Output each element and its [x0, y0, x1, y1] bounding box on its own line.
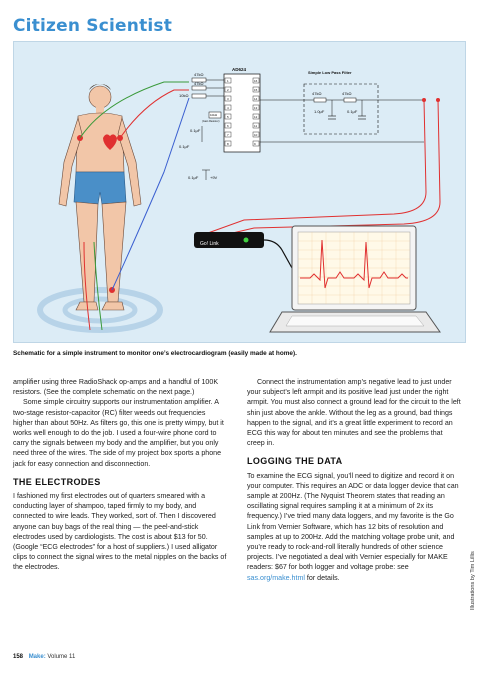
vcc-label: +9V [210, 175, 218, 180]
hair [89, 84, 111, 90]
svg-text:16: 16 [254, 79, 258, 83]
right-paragraph-2-end: for details. [304, 573, 340, 582]
svg-text:6: 6 [227, 124, 229, 128]
shorts [73, 171, 127, 205]
input-resistors: 47kΩ 47kΩ 10kΩ 10kΩ (Gain Resistor) 0.1μ… [179, 72, 224, 180]
svg-text:2: 2 [227, 88, 229, 92]
svg-text:15: 15 [254, 88, 258, 92]
r3-label: 10kΩ [179, 93, 188, 98]
cap3-label: 0.1μF [188, 175, 199, 180]
svg-text:3: 3 [227, 97, 229, 101]
figure-caption: Schematic for a simple instrument to mon… [13, 350, 297, 357]
heart-icon [103, 134, 117, 150]
left-column: amplifier using three RadioShack op-amps… [13, 377, 227, 573]
go-link-body [194, 232, 264, 248]
floor-ring-inner [62, 296, 138, 324]
svg-text:7: 7 [227, 133, 229, 137]
svg-text:10: 10 [254, 133, 258, 137]
rg-label: 10kΩ [210, 113, 218, 117]
cap-label: 0.1μF [190, 128, 201, 133]
filter-r2-label: 47kΩ [342, 91, 351, 96]
go-link-logger: Go! Link [194, 232, 293, 269]
floor-ring-outer [37, 287, 163, 333]
left-paragraph-2: Some simple circuitry supports our instr… [13, 398, 224, 468]
magazine-name: Make: [28, 654, 46, 660]
human-figure [58, 84, 142, 311]
output-wire-red [193, 99, 427, 239]
r1-label: 47kΩ [194, 72, 203, 77]
output-wire-red-2 [193, 99, 441, 243]
ad624-chip: AD624 1 2 3 4 [223, 67, 261, 153]
left-paragraph-1: amplifier using three RadioShack op-amps… [13, 378, 219, 397]
wire-negative [79, 81, 189, 139]
wire-positive [119, 89, 189, 139]
wire-ground [111, 97, 190, 291]
chip-label: AD624 [232, 67, 247, 72]
low-pass-filter: Simple Low Pass Filter 47kΩ 47kΩ 1.0μF 0… [260, 70, 440, 143]
cap2-label: 0.1μF [179, 144, 190, 149]
left-paragraph-3: I fashioned my first electrodes out of q… [13, 492, 227, 572]
volume-label: Volume 11 [47, 654, 76, 660]
go-link-label: Go! Link [200, 241, 219, 247]
head [88, 85, 112, 109]
go-link-led [243, 237, 249, 243]
filter-label: Simple Low Pass Filter [308, 70, 352, 75]
laptop [269, 225, 441, 333]
filter-c2-label: 0.1μF [347, 109, 358, 114]
sas-link[interactable]: sas.org/make.html [247, 573, 305, 582]
left-arm [117, 116, 142, 207]
r2-label: 47kΩ [194, 81, 203, 86]
right-arm [58, 116, 83, 207]
svg-text:1: 1 [227, 79, 229, 83]
right-paragraph-2-text: To examine the ECG signal, you’ll need t… [247, 471, 459, 572]
left-leg [101, 201, 127, 303]
heading-electrodes: THE ELECTRODES [13, 476, 101, 487]
illustration-credit: Illustrations by Tim Lillis [470, 551, 476, 610]
laptop-keyboard [285, 315, 425, 327]
svg-text:14: 14 [254, 97, 258, 101]
svg-text:8: 8 [227, 142, 229, 146]
svg-text:11: 11 [254, 124, 257, 128]
right-paragraph-1: Connect the instrumentation amp’s negati… [247, 378, 461, 448]
schematic-svg: 47kΩ 47kΩ 10kΩ 10kΩ (Gain Resistor) 0.1μ… [37, 67, 441, 333]
page-footer: 158 Make: Volume 11 [13, 654, 75, 660]
ecg-schematic-illustration: 47kΩ 47kΩ 10kΩ 10kΩ (Gain Resistor) 0.1μ… [13, 41, 466, 343]
svg-text:5: 5 [227, 115, 229, 119]
rg-sub-label: (Gain Resistor) [202, 119, 220, 123]
torso [75, 112, 125, 173]
page-number: 158 [13, 654, 24, 660]
svg-text:12: 12 [254, 115, 258, 119]
heading-logging: LOGGING THE DATA [247, 456, 343, 467]
svg-text:4: 4 [227, 106, 229, 110]
filter-c1-label: 1.0μF [314, 109, 325, 114]
svg-text:13: 13 [254, 106, 258, 110]
section-title: Citizen Scientist [13, 16, 173, 36]
right-column: Connect the instrumentation amp’s negati… [247, 377, 461, 583]
filter-r1-label: 47kΩ [312, 91, 321, 96]
right-paragraph-2: To examine the ECG signal, you’ll need t… [247, 471, 461, 583]
ecg-trace [300, 239, 408, 289]
svg-text:9: 9 [254, 142, 256, 146]
usb-cable [263, 239, 293, 269]
